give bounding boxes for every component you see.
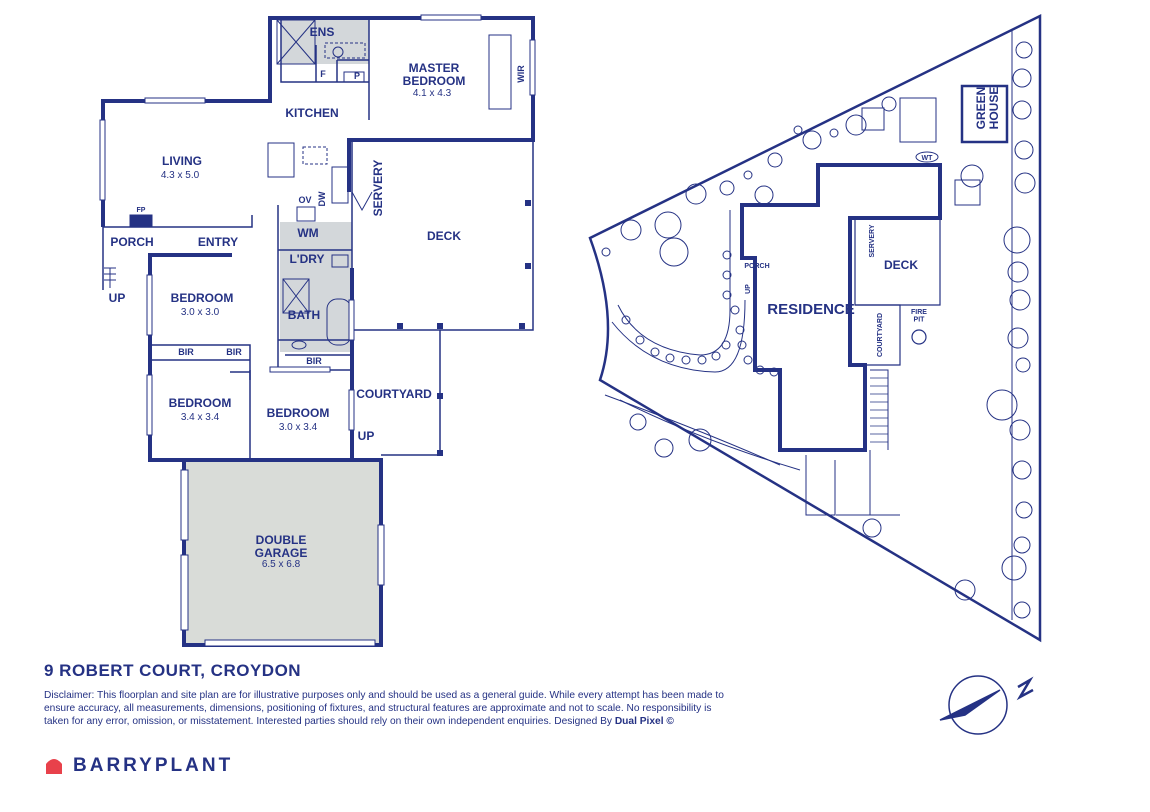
site-boundary	[588, 13, 1042, 643]
label-dw: DW	[317, 191, 327, 206]
label-up-courtyard: UP	[358, 429, 375, 443]
label-p: P	[354, 71, 360, 81]
label-bedroom-1-dims: 3.0 x 3.0	[181, 307, 220, 318]
garden-path-a	[617, 210, 731, 356]
brand-logo: BARRYPLANT	[44, 755, 233, 777]
water-tank	[915, 151, 939, 163]
label-bath: BATH	[288, 308, 320, 322]
label-bedroom-2-dims: 3.4 x 3.4	[181, 412, 220, 423]
label-bedroom-1: BEDROOM	[171, 291, 234, 305]
label-bedroom-3: BEDROOM	[267, 406, 330, 420]
label-bedroom-3-dims: 3.0 x 3.4	[279, 422, 318, 433]
windows	[99, 14, 536, 647]
label-living: LIVING	[162, 154, 202, 168]
disclaimer: Disclaimer: This floorplan and site plan…	[44, 689, 734, 728]
brand-mark-icon	[46, 759, 62, 774]
label-garage-dims: 6.5 x 6.8	[262, 559, 301, 570]
shed-a	[899, 97, 937, 143]
label-site-courtyard: COURTYARD	[877, 313, 884, 357]
shed-c	[954, 179, 981, 206]
label-laundry: L'DRY	[289, 252, 324, 266]
label-entry: ENTRY	[198, 235, 238, 249]
fire-pit-symbol	[911, 329, 927, 345]
label-greenhouse: GREENHOUSE	[974, 87, 1001, 130]
compass-arrow	[939, 689, 1001, 721]
garden-path-b	[611, 299, 746, 373]
site-steps	[870, 369, 889, 450]
label-wir: WIR	[516, 65, 526, 83]
label-bir-c: BIR	[306, 356, 322, 366]
label-site-up: UP	[745, 284, 752, 294]
laundry-bath-fill	[280, 222, 352, 352]
label-servery: SERVERY	[371, 160, 385, 217]
shed-b	[861, 107, 885, 131]
brand-name: BARRYPLANT	[73, 755, 234, 776]
site-courtyard	[855, 304, 901, 366]
label-bedroom-2: BEDROOM	[169, 396, 232, 410]
label-residence: RESIDENCE	[767, 301, 855, 318]
label-fp: FP	[137, 207, 146, 214]
garage-fill	[185, 460, 381, 643]
label-deck: DECK	[427, 229, 461, 243]
site-plan	[588, 13, 1042, 643]
steps-lines	[870, 377, 888, 443]
trees	[601, 41, 1036, 619]
label-up-porch: UP	[109, 291, 126, 305]
deck-posts	[397, 200, 531, 456]
label-site-porch: PORCH	[744, 263, 769, 270]
site-deck	[854, 217, 941, 306]
label-site-servery: SERVERY	[869, 224, 876, 257]
label-wt: WT	[922, 155, 934, 162]
label-master-bedroom-dims: 4.1 x 4.3	[413, 88, 452, 99]
label-courtyard: COURTYARD	[356, 387, 432, 401]
compass-north-letter	[1016, 676, 1034, 701]
label-porch: PORCH	[110, 235, 153, 249]
label-ov: OV	[298, 195, 311, 205]
property-address: 9 ROBERT COURT, CROYDON	[44, 661, 302, 680]
greenhouse	[960, 84, 1009, 144]
label-f: F	[320, 69, 326, 79]
garden-path-d	[619, 399, 801, 471]
label-kitchen: KITCHEN	[285, 106, 338, 120]
label-site-deck: DECK	[884, 258, 918, 272]
site-gate	[805, 455, 836, 516]
compass	[939, 675, 1034, 735]
label-bir-a: BIR	[178, 347, 194, 357]
label-bir-b: BIR	[226, 347, 242, 357]
label-wm: WM	[297, 226, 318, 240]
label-living-dims: 4.3 x 5.0	[161, 170, 200, 181]
floor-plan	[99, 14, 536, 647]
label-ens: ENS	[310, 25, 335, 39]
designer-name: Dual Pixel ©	[614, 716, 674, 727]
site-fence	[836, 450, 900, 516]
compass-ring	[948, 675, 1008, 735]
disclaimer-text: Disclaimer: This floorplan and site plan…	[44, 690, 724, 727]
